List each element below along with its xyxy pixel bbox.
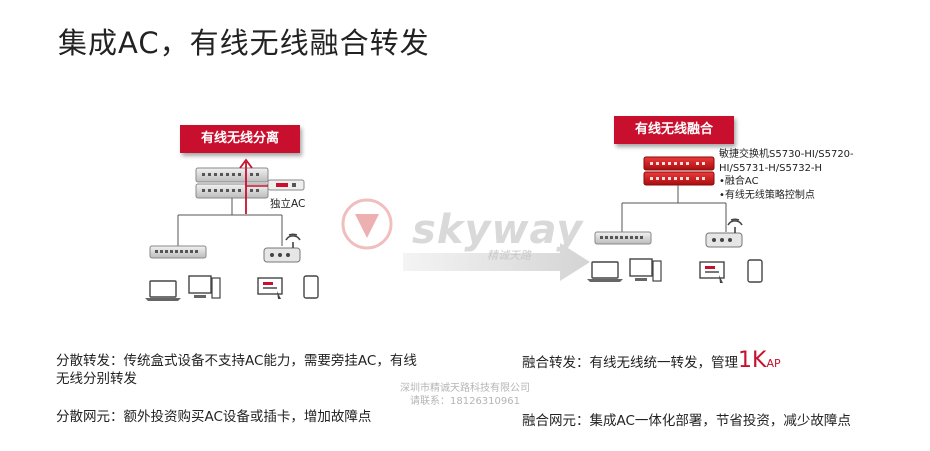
right-desc-1-text: 融合转发：有线无线统一转发，管理	[522, 355, 738, 371]
watermark-line: 深圳市精诚天路科技有限公司	[400, 383, 530, 394]
left-desc-2: 分散网元：额外投资购买AC设备或插卡，增加故障点	[56, 409, 372, 425]
right-terminal-icon	[699, 261, 725, 283]
right-links	[621, 185, 727, 232]
flow-arrow-icon	[239, 158, 253, 214]
left-laptop-icon	[145, 280, 181, 301]
left-desktop-icon	[188, 275, 221, 299]
left-desc-1-line: 无线分别转发	[56, 371, 137, 387]
watermark-company: 深圳市精诚天路科技有限公司 请联系：18126310961	[380, 382, 550, 408]
left-links	[177, 198, 283, 246]
right-access-point	[705, 218, 743, 248]
left-terminal-icon	[257, 277, 283, 299]
ap-count: 1K	[738, 348, 767, 373]
switch-note-line: •融合AC	[719, 176, 759, 187]
watermark-brand: skyway	[412, 207, 584, 253]
skyway-logo-icon	[341, 198, 393, 250]
page-title: 集成AC，有线无线融合转发	[58, 26, 430, 60]
independent-ac-label: 独立AC	[270, 198, 306, 210]
left-access-point	[263, 233, 301, 263]
switch-note-line: HI/S5731-H/S5732-H	[719, 162, 823, 174]
right-agile-switch	[643, 156, 715, 186]
left-desc-1: 分散转发：传统盒式设备不支持AC能力，需要旁挂AC，有线 无线分别转发	[56, 352, 456, 388]
right-access-switch	[594, 231, 652, 245]
transition-arrow-icon	[403, 243, 590, 281]
right-phone-icon	[747, 259, 763, 283]
left-access-switch	[149, 245, 207, 259]
wifi-icon	[727, 218, 743, 233]
watermark-brand-cn: 精诚天路	[487, 249, 531, 262]
watermark-line: 请联系：18126310961	[410, 396, 520, 407]
right-desc-1: 融合转发：有线无线统一转发，管理1KAP	[522, 350, 781, 373]
switch-note-line: 敏捷交换机S5730-HI/S5720-	[719, 149, 854, 160]
right-laptop-icon	[587, 261, 623, 282]
wifi-icon	[285, 233, 301, 248]
left-section-tag: 有线无线分离	[180, 125, 300, 153]
switch-note: 敏捷交换机S5730-HI/S5720- HI/S5731-H/S5732-H …	[719, 148, 854, 202]
left-phone-icon	[303, 275, 319, 299]
ap-unit: AP	[766, 357, 781, 370]
right-section-tag: 有线无线融合	[614, 116, 734, 144]
independent-ac-device	[267, 179, 305, 191]
right-desc-2: 融合网元：集成AC一体化部署，节省投资，减少故障点	[522, 413, 851, 429]
left-core-switch	[195, 167, 269, 199]
switch-note-line: •有线无线策略控制点	[719, 189, 815, 201]
left-desc-1-line: 分散转发：传统盒式设备不支持AC能力，需要旁挂AC，有线	[56, 353, 417, 369]
right-desktop-icon	[629, 258, 662, 282]
